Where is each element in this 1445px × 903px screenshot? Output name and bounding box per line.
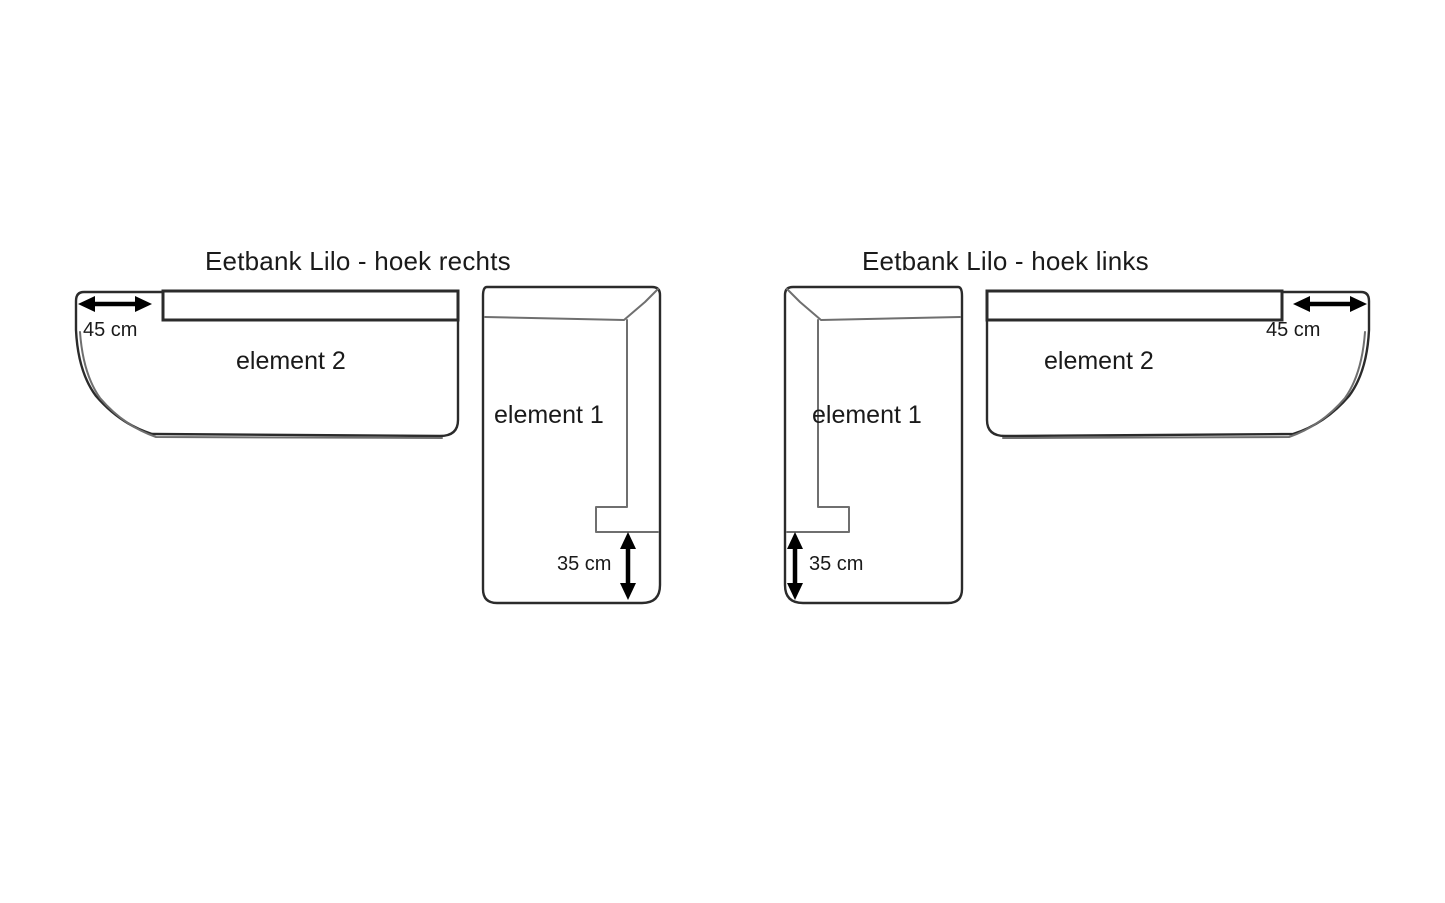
dimension-arrow-45cm-right [78, 296, 152, 312]
element-2-backrest-bar-left [985, 289, 1284, 322]
panel-hoek-rechts-drawing [74, 285, 662, 605]
panel-hoek-links-drawing [783, 285, 1371, 605]
element-1-body-right [481, 285, 662, 605]
element-1-top-perspective-right [484, 288, 659, 321]
dimension-label-45cm-left: 45 cm [1266, 319, 1321, 341]
element-1-body-left [783, 285, 964, 605]
panel-title-hoek-rechts: Eetbank Lilo - hoek rechts [205, 246, 511, 276]
dimension-arrow-35cm-right [620, 532, 636, 600]
element-1-label-left: element 1 [812, 401, 922, 429]
element-2-body-left [985, 290, 1371, 438]
element-1-armrest-notch-left [786, 319, 850, 533]
element-2-label-right: element 2 [236, 347, 346, 375]
dimension-label-35cm-left: 35 cm [809, 553, 864, 575]
element-1-label-right: element 1 [494, 401, 604, 429]
element-2-body-right [74, 290, 460, 438]
dimension-arrow-35cm-left [787, 532, 803, 600]
dimension-label-45cm-right: 45 cm [83, 319, 138, 341]
element-2-inner-contour-right [79, 331, 443, 439]
element-2-inner-contour-left [1002, 331, 1366, 439]
dimension-arrow-45cm-left [1293, 296, 1367, 312]
panel-title-hoek-links: Eetbank Lilo - hoek links [862, 246, 1149, 276]
element-2-backrest-bar-right [161, 289, 460, 322]
element-1-top-perspective-left [786, 288, 961, 321]
element-1-armrest-notch-right [595, 319, 659, 533]
element-2-label-left: element 2 [1044, 347, 1154, 375]
dimension-label-35cm-right: 35 cm [557, 553, 612, 575]
